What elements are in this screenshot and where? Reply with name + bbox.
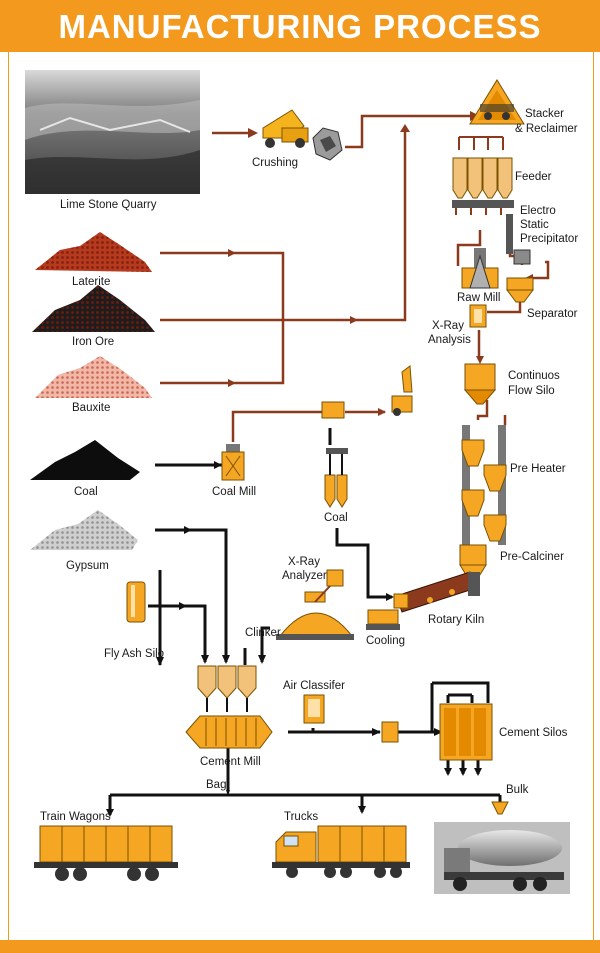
header-band: [0, 0, 600, 52]
gypsum-pile: [30, 510, 138, 550]
coal-bin-icon: [324, 454, 348, 508]
xray-analysis-icon: [469, 304, 487, 328]
label-clinker: Clinker: [245, 627, 281, 639]
label-coal: Coal: [74, 486, 98, 498]
dump-truck-icon: [262, 109, 309, 148]
label-reclaimer: & Reclaimer: [515, 123, 578, 135]
label-feeder: Feeder: [515, 171, 552, 183]
quarry-photo: [25, 70, 200, 194]
page-title: MANUFACTURING PROCESS: [58, 8, 542, 45]
rotary-kiln-icon: [393, 571, 480, 613]
coal-cyclone-icon: [321, 401, 348, 454]
fly-ash-silo-icon: [126, 581, 146, 623]
label-rotary-kiln: Rotary Kiln: [428, 614, 485, 626]
label-train-wagons: Train Wagons: [40, 811, 111, 823]
label-pre-heater: Pre Heater: [510, 463, 566, 475]
air-classifier-icon: [303, 694, 325, 724]
stacker-reclaimer-icon: [469, 79, 525, 125]
feeder-hoppers-icon: [452, 136, 514, 215]
truck-icon: [272, 825, 410, 878]
label-cooling: Cooling: [366, 635, 405, 647]
raw-mill-icon: [461, 248, 499, 289]
label-bauxite: Bauxite: [72, 402, 111, 414]
label-continuos: Continuos: [508, 370, 560, 382]
separator-icon: [506, 277, 534, 303]
label-crushing: Crushing: [252, 157, 299, 169]
flow-silo-icon: [463, 363, 497, 405]
bulk-hopper-icon: [491, 801, 509, 815]
label-fly-ash-silo: Fly Ash Silo: [104, 648, 165, 660]
label-coal-bin: Coal: [324, 512, 348, 524]
cement-mill-hoppers-icon: [197, 665, 257, 712]
label-separator: Separator: [527, 308, 578, 320]
label-static: Static: [520, 219, 549, 231]
preheater-cyclones-icon: [459, 425, 507, 579]
coal-mill-icon: [221, 444, 245, 481]
coal-pile: [30, 440, 140, 480]
label-lime-stone-quarry: Lime Stone Quarry: [60, 199, 157, 211]
label-coal-mill: Coal Mill: [212, 486, 257, 498]
label-cement-mill: Cement Mill: [200, 756, 261, 768]
pipe-arrowheads: [106, 461, 482, 817]
bulk-tanker-photo: [434, 822, 570, 894]
footer-band: [0, 940, 600, 953]
frame-border: [8, 52, 594, 940]
label-bag: Bag: [206, 779, 227, 791]
cooler-icon: [366, 609, 400, 630]
laterite-pile: [35, 232, 152, 272]
precipitator-small-icon: [391, 365, 413, 416]
train-wagon-icon: [34, 825, 178, 881]
label-xray-analyzer-top: X-Ray: [288, 556, 320, 568]
label-xray: X-Ray: [432, 320, 464, 332]
label-iron-ore: Iron Ore: [72, 336, 115, 348]
label-laterite: Laterite: [72, 276, 111, 288]
bauxite-pile: [35, 356, 152, 398]
label-stacker: Stacker: [525, 108, 564, 120]
label-air-classifer: Air Classifer: [283, 680, 345, 692]
xray-analyzer-icon: [314, 569, 344, 603]
label-analyzer: Analyzer: [282, 570, 327, 582]
precipitator-icon: [506, 214, 531, 265]
label-gypsum: Gypsum: [66, 560, 109, 572]
label-electro: Electro: [520, 205, 556, 217]
label-analysis: Analysis: [428, 334, 471, 346]
cement-silos-icon: [439, 703, 493, 761]
crusher-icon: [312, 127, 343, 161]
label-precipitator: Precipitator: [520, 233, 579, 245]
label-pre-calciner: Pre-Calciner: [500, 551, 564, 563]
cement-mill-icon: [185, 715, 273, 749]
pipe-lines: [108, 428, 502, 815]
iron-ore-pile: [32, 285, 155, 332]
clinker-dome-icon: [276, 591, 354, 640]
classifier-unit-icon: [381, 721, 399, 743]
label-bulk: Bulk: [506, 784, 529, 796]
label-flow-silo: Flow Silo: [508, 385, 555, 397]
label-raw-mill: Raw Mill: [457, 292, 501, 304]
label-cement-silos: Cement Silos: [499, 727, 568, 739]
label-trucks: Trucks: [284, 811, 319, 823]
